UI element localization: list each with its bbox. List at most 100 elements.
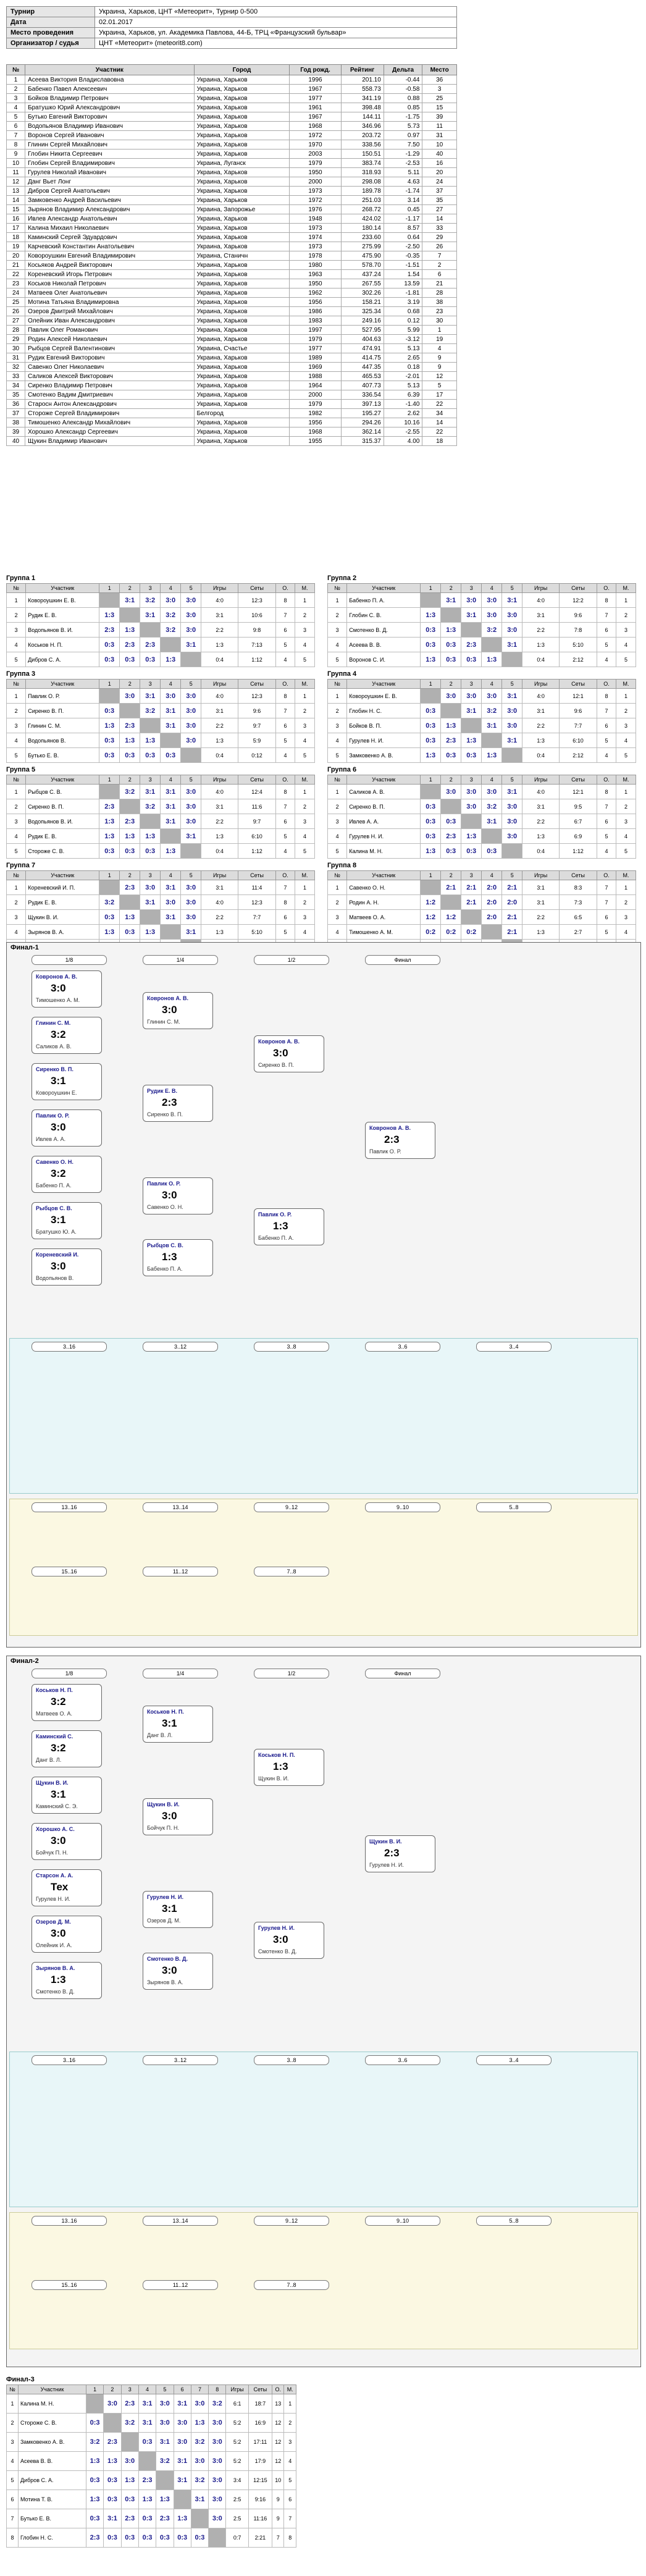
group-header-cell: 4: [481, 583, 503, 593]
group-cell: 3:1: [461, 607, 482, 623]
group-cell: 3:1: [140, 688, 161, 704]
final-3-cell: 12: [271, 2451, 285, 2471]
round-header: 9..10: [365, 1502, 440, 1512]
participants-cell: 1964: [289, 381, 342, 390]
group-cell: 3:1: [160, 784, 182, 799]
participants-cell: 4.63: [383, 177, 423, 187]
round-header: Финал: [365, 1669, 440, 1678]
participants-cell: Украина, Станичн: [193, 251, 290, 261]
group-header-cell: Игры: [201, 775, 238, 785]
participants-cell: 1982: [289, 408, 342, 418]
participants-cell: Украина, Харьков: [193, 232, 290, 242]
group-cell: 3: [6, 718, 27, 733]
final-3-cell: 0:3: [120, 2490, 139, 2509]
group-cell: 5: [327, 747, 348, 763]
group-cell: 4:0: [201, 592, 238, 608]
group-cell: 2:0: [481, 894, 503, 910]
group-header-cell: Игры: [522, 870, 560, 880]
group-cell: 2:3: [461, 637, 482, 652]
participants-cell: 0.88: [383, 93, 423, 103]
participants-cell: 38: [6, 418, 26, 427]
participants-cell: Щукин Владимир Иванович: [25, 436, 195, 446]
group-cell: 2:3: [119, 880, 141, 895]
final-3-cell: Дибров С. А.: [17, 2470, 86, 2490]
group-cell: 5: [597, 733, 616, 748]
final-3-cell: 0:3: [85, 2470, 104, 2490]
group-cell: 0:3: [160, 747, 182, 763]
group-cell: 0:4: [201, 747, 238, 763]
match-player-2: Саликов А. В.: [36, 1043, 72, 1050]
final-3-cell: 12:15: [248, 2470, 272, 2490]
final-3-cell: 3:0: [190, 2451, 209, 2471]
group-header-cell: 2: [440, 583, 462, 593]
match-player-2: Савенко О. Н.: [147, 1204, 183, 1210]
participants-header-cell: Участник: [25, 64, 195, 75]
participants-cell: Глобин Сергей Владимирович: [25, 158, 195, 168]
group-cell: Гурулев Н. И.: [346, 828, 421, 844]
participants-cell: Хорошко Александр Сергеевич: [25, 427, 195, 437]
participants-cell: 195.27: [340, 408, 384, 418]
info-value: ЦНТ «Метеорит» (meteorit8.com): [94, 38, 457, 49]
final-3-cell: 5:2: [225, 2413, 249, 2433]
group-cell: Савенко О. Н.: [346, 880, 421, 895]
group-cell: 0:3: [99, 637, 120, 652]
participants-cell: 36: [422, 75, 457, 85]
group-cell: 3:1: [501, 784, 523, 799]
participants-cell: 447.35: [340, 362, 384, 372]
participants-cell: Украина, Харьков: [193, 381, 290, 390]
participants-cell: Ковороушкин Евгений Владимирович: [25, 251, 195, 261]
group-cell: 4: [327, 733, 348, 748]
group-cell: 0:3: [481, 843, 503, 859]
participants-cell: 13: [6, 186, 26, 196]
group-cell: 4: [6, 733, 27, 748]
match-player-2: Бабенко П. А.: [147, 1266, 183, 1272]
group-cell: [501, 747, 523, 763]
group-header-cell: Игры: [201, 870, 238, 880]
participants-cell: 150.51: [340, 149, 384, 159]
participants-cell: 4: [6, 103, 26, 112]
participants-header-cell: Рейтинг: [340, 64, 384, 75]
group-cell: 2:2: [522, 622, 560, 638]
group-cell: [440, 894, 462, 910]
group-cell: 1:3: [522, 924, 560, 940]
group-cell: 5: [275, 637, 295, 652]
participants-cell: 20: [422, 167, 457, 177]
group-header-cell: 4: [481, 679, 503, 689]
group-cell: [461, 622, 482, 638]
group-header-cell: Игры: [201, 679, 238, 689]
participants-cell: 35: [6, 390, 26, 400]
participants-cell: 34: [422, 408, 457, 418]
final-3-header-cell: М.: [283, 2384, 296, 2394]
participants-cell: 2000: [289, 390, 342, 400]
group-title: Группа 1: [6, 575, 36, 582]
group-cell: 2:3: [119, 814, 141, 829]
group-cell: 3: [6, 909, 27, 925]
participants-cell: 6: [422, 269, 457, 279]
group-cell: 9:6: [558, 703, 598, 718]
participants-cell: Замковенко Андрей Васильевич: [25, 195, 195, 205]
group-cell: 9:7: [237, 718, 277, 733]
participants-cell: 8: [6, 140, 26, 149]
group-cell: 2: [6, 703, 27, 718]
group-cell: [99, 880, 120, 895]
final-3-cell: 7: [6, 2509, 19, 2528]
participants-cell: 144.11: [340, 112, 384, 122]
group-cell: 3:1: [119, 592, 141, 608]
participants-cell: 4: [422, 343, 457, 353]
match-player-2: Данг В. Л.: [147, 1732, 173, 1738]
